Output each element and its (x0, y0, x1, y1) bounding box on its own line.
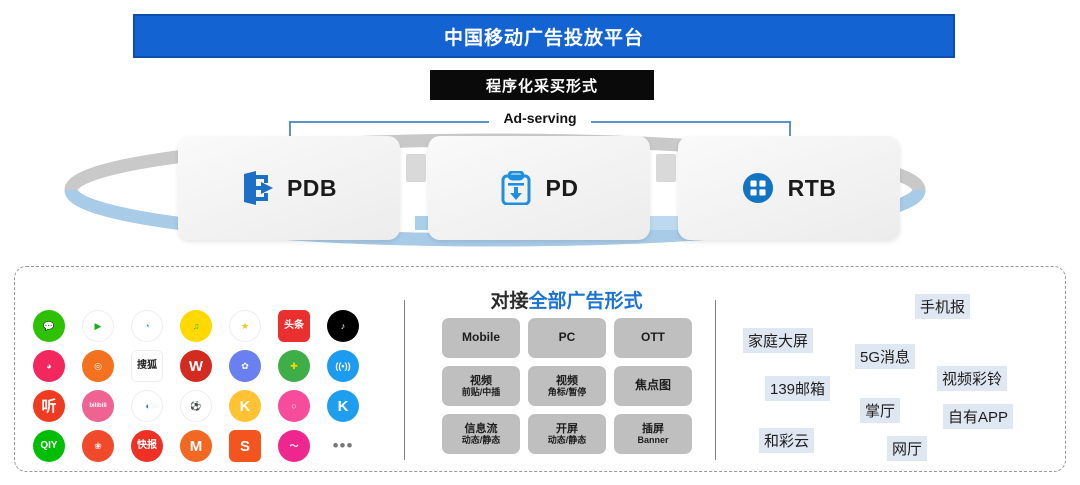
channel-tag[interactable]: 139邮箱 (765, 376, 831, 401)
adserving-bracket: Ad-serving (285, 110, 795, 153)
format-tile-label: 信息流 (464, 422, 498, 435)
format-tile[interactable]: PC (528, 318, 606, 358)
ximalaya-radio-icon[interactable]: ((•)) (327, 350, 359, 382)
wechat-icon[interactable]: 💬 (33, 310, 65, 342)
format-tile-label: OTT (641, 330, 665, 345)
channel-tag[interactable]: 5G消息 (855, 344, 916, 369)
kuaishou-gift-icon[interactable]: K (229, 390, 261, 422)
toutiao-icon[interactable]: 头条 (278, 310, 310, 342)
meitu-icon[interactable]: ○ (278, 390, 310, 422)
ting-audio-icon[interactable]: 听 (33, 390, 65, 422)
exit-door-arrow-icon (243, 171, 273, 205)
channel-tag[interactable]: 手机报 (915, 294, 971, 319)
format-tile[interactable]: 信息流动态/静态 (442, 414, 520, 454)
channel-type-cards: PDB PD RTB (178, 136, 900, 240)
card-pdb-label: PDB (286, 174, 338, 201)
sogou-icon[interactable]: S (229, 430, 261, 462)
mango-tv-icon[interactable]: M (180, 430, 212, 462)
format-tile-label: 插屏 (642, 422, 664, 435)
format-tile[interactable]: 焦点图 (614, 366, 692, 406)
format-tile[interactable]: 视频角标/暂停 (528, 366, 606, 406)
platform-title-bar: 中国移动广告投放平台 (133, 14, 955, 58)
format-tile-label: 焦点图 (634, 378, 671, 393)
channel-tag[interactable]: 掌厅 (860, 398, 901, 423)
format-tile-sublabel: Banner (637, 435, 669, 446)
channel-tag[interactable]: 自有APP (943, 404, 1014, 429)
format-tile[interactable]: OTT (614, 318, 692, 358)
sohu-video-icon[interactable]: 搜狐 (131, 350, 163, 382)
format-tile-sublabel: 前贴/中插 (461, 387, 501, 398)
hupu-sports-icon[interactable]: ⚽ (180, 390, 212, 422)
format-tile-label: 视频 (470, 374, 492, 387)
formats-heading-highlight: 全部广告形式 (528, 291, 643, 312)
media-and-formats-panel (14, 266, 1066, 472)
more-apps-icon[interactable]: ••• (332, 436, 354, 455)
adserving-label: Ad-serving (495, 110, 585, 126)
format-tile-sublabel: 动态/静态 (461, 435, 501, 446)
format-tile-label: 视频 (556, 374, 578, 387)
channel-tag[interactable]: 视频彩铃 (937, 366, 1008, 391)
bracket-line-right (591, 121, 791, 123)
kugou-icon[interactable]: ★ (229, 310, 261, 342)
divider-apps-formats (404, 300, 405, 460)
card-rtb-label: RTB (787, 174, 837, 201)
format-tile[interactable]: 开屏动态/静态 (528, 414, 606, 454)
qq-music-icon[interactable]: ♫ (180, 310, 212, 342)
channel-tag[interactable]: 和彩云 (759, 428, 815, 453)
iqiyi-icon[interactable]: QIY (33, 430, 65, 462)
kuaibao-icon[interactable]: 快报 (131, 430, 163, 462)
channel-tag[interactable]: 网厅 (887, 436, 928, 461)
app-row: ◕ ◎ 搜狐 W ✿ ✚ ((•)) (33, 350, 378, 382)
card-connector-2 (656, 154, 676, 182)
douyin-icon[interactable]: ♪ (327, 310, 359, 342)
kuwo-music-icon[interactable]: K (327, 390, 359, 422)
format-tile[interactable]: Mobile (442, 318, 520, 358)
mobile-channel-tags: 手机报家庭大屏 5G消息视频彩铃 139邮箱掌厅 自有APP 和彩云 网厅 (715, 286, 1065, 471)
card-connector-1 (406, 154, 426, 182)
card-rtb[interactable]: RTB (678, 136, 900, 240)
format-tile[interactable]: 视频前贴/中插 (442, 366, 520, 406)
360-mobile-icon[interactable]: ✚ (278, 350, 310, 382)
quark-browser-icon[interactable]: ◖ (131, 390, 163, 422)
app-row: 听 bilibili ◖ ⚽ K ○ K (33, 390, 378, 422)
format-tile-label: Mobile (462, 330, 500, 345)
format-tile-sublabel: 角标/暂停 (547, 387, 587, 398)
app-row: 💬 ▶ ◔ ♫ ★ 头条 ♪ (33, 310, 378, 342)
bracket-line-left (289, 121, 489, 123)
media-app-grid: 💬 ▶ ◔ ♫ ★ 头条 ♪ ◕ ◎ 搜狐 W ✿ ✚ ((•)) 听 bilibili ◖ ⚽ K ○ K QIY ❀ 快报… (33, 310, 378, 465)
tieba-icon[interactable]: ✿ (229, 350, 261, 382)
programmatic-buying-label: 程序化采买形式 (430, 70, 654, 100)
formats-heading-prefix: 对接 (490, 291, 529, 312)
wps-icon[interactable]: W (180, 350, 212, 382)
format-tile-label: PC (558, 330, 576, 345)
divider-formats-channels (715, 300, 716, 460)
migu-video-icon[interactable]: ◕ (33, 350, 65, 382)
bilibili-icon[interactable]: bilibili (82, 390, 114, 422)
grid-circle-icon (742, 172, 773, 204)
pptv-icon[interactable]: ◎ (82, 350, 114, 382)
card-pdb[interactable]: PDB (178, 136, 400, 240)
format-tile-sublabel: 动态/静态 (547, 435, 587, 446)
channel-tag[interactable]: 家庭大屏 (743, 328, 814, 353)
format-tile-label: 开屏 (556, 422, 578, 435)
card-pd-label: PD (545, 174, 579, 201)
tencent-video-icon[interactable]: ▶ (82, 310, 114, 342)
youku-icon[interactable]: ◔ (131, 310, 163, 342)
programmatic-buying-text: 程序化采买形式 (485, 77, 598, 95)
clipboard-download-icon (501, 171, 531, 205)
weibo-icon[interactable]: ❀ (82, 430, 114, 462)
xiaohongshu-icon[interactable]: 〜 (278, 430, 310, 462)
card-pd[interactable]: PD (428, 136, 650, 240)
formats-heading: 对接全部广告形式 (424, 286, 709, 313)
page-title: 中国移动广告投放平台 (443, 27, 644, 49)
